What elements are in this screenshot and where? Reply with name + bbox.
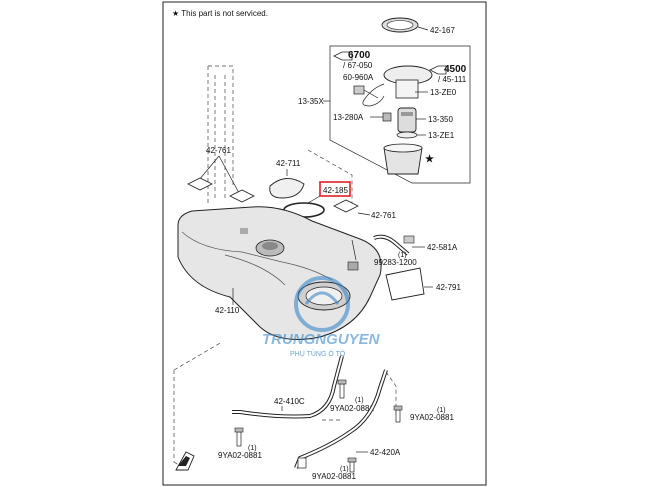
regulator-part bbox=[382, 112, 392, 122]
callout-13-350: 13-350 bbox=[428, 115, 453, 124]
watermark-brand: TRUNGNGUYEN bbox=[262, 331, 381, 348]
pad-part-b bbox=[229, 189, 255, 203]
callout-13-ZE0: 13-ZE0 bbox=[430, 88, 457, 97]
filler-hose-part bbox=[373, 234, 415, 256]
callout-4500: 4500 bbox=[444, 64, 467, 75]
lock-ring-part bbox=[381, 17, 419, 33]
filter-part bbox=[396, 131, 418, 139]
pad-part-a bbox=[187, 177, 213, 191]
bolt-part-d bbox=[297, 457, 357, 473]
callout-42-761-top: 42-761 bbox=[206, 146, 231, 155]
bolt-part-b bbox=[234, 427, 244, 447]
front-arrow-icon bbox=[175, 451, 195, 471]
callout-9YA02-a: 9YA02-0881 bbox=[330, 404, 374, 413]
connector-6700-icon bbox=[333, 51, 353, 61]
callout-42-711: 42-711 bbox=[276, 159, 301, 168]
callout-9YA02-b: 9YA02-0881 bbox=[218, 451, 262, 460]
callout-42-581A: 42-581A bbox=[427, 243, 458, 252]
tank-strap-right-part bbox=[294, 369, 388, 469]
reservoir-cup-part bbox=[383, 143, 423, 175]
callout-9YA02-d: 9YA02-0881 bbox=[312, 472, 356, 481]
fuel-pump-part bbox=[397, 107, 417, 133]
callout-67-050: / 67-050 bbox=[343, 61, 373, 70]
diagram-border bbox=[162, 1, 487, 486]
callout-42-420A: 42-420A bbox=[370, 448, 401, 457]
callout-6700: 6700 bbox=[348, 50, 371, 61]
connector-4500-icon bbox=[429, 65, 447, 75]
callout-9YA02-c: 9YA02-0881 bbox=[410, 413, 454, 422]
callout-9YA02-d-qty: (1) bbox=[340, 466, 349, 473]
callout-45-111: / 45-111 bbox=[438, 75, 467, 84]
fuel-tank-part bbox=[177, 206, 382, 340]
not-serviced-note: ★ This part is not serviced. bbox=[172, 9, 268, 18]
bolt-part-a bbox=[337, 379, 347, 399]
callout-13-ZE1: 13-ZE1 bbox=[428, 131, 455, 140]
callout-42-761-mid: 42-761 bbox=[371, 211, 396, 220]
callout-9YA02-a-qty: (1) bbox=[355, 397, 364, 404]
callout-13-280A: 13-280A bbox=[333, 113, 364, 122]
callout-42-410C: 42-410C bbox=[274, 397, 305, 406]
bolt-part-c bbox=[393, 405, 403, 423]
watermark-logo bbox=[294, 276, 350, 332]
highlight-42-185 bbox=[319, 181, 351, 197]
callout-42-167: 42-167 bbox=[430, 26, 455, 35]
callout-99283-qty: (1) bbox=[398, 252, 407, 259]
fuel-gauge-sender-part bbox=[353, 85, 379, 99]
callout-99283-1200: 99283-1200 bbox=[374, 258, 417, 267]
pad-part-c bbox=[333, 199, 359, 213]
pump-flange-part bbox=[362, 65, 433, 107]
callout-9YA02-c-qty: (1) bbox=[437, 407, 446, 414]
callout-42-110: 42-110 bbox=[215, 306, 240, 315]
insulator-part bbox=[269, 178, 305, 199]
heat-plate-part bbox=[385, 267, 425, 301]
callout-13-35X: 13-35X bbox=[298, 97, 324, 106]
pump-module-box bbox=[329, 45, 471, 184]
callout-42-185: 42-185 bbox=[323, 186, 348, 195]
tank-strap-left-part bbox=[232, 355, 344, 419]
callout-60-960A: 60-960A bbox=[343, 73, 374, 82]
not-serviced-star-icon: ★ bbox=[425, 154, 434, 165]
watermark-tagline: PHỤ TÙNG Ô TÔ bbox=[290, 349, 346, 358]
callout-9YA02-b-qty: (1) bbox=[248, 445, 257, 452]
callout-42-791: 42-791 bbox=[436, 283, 461, 292]
